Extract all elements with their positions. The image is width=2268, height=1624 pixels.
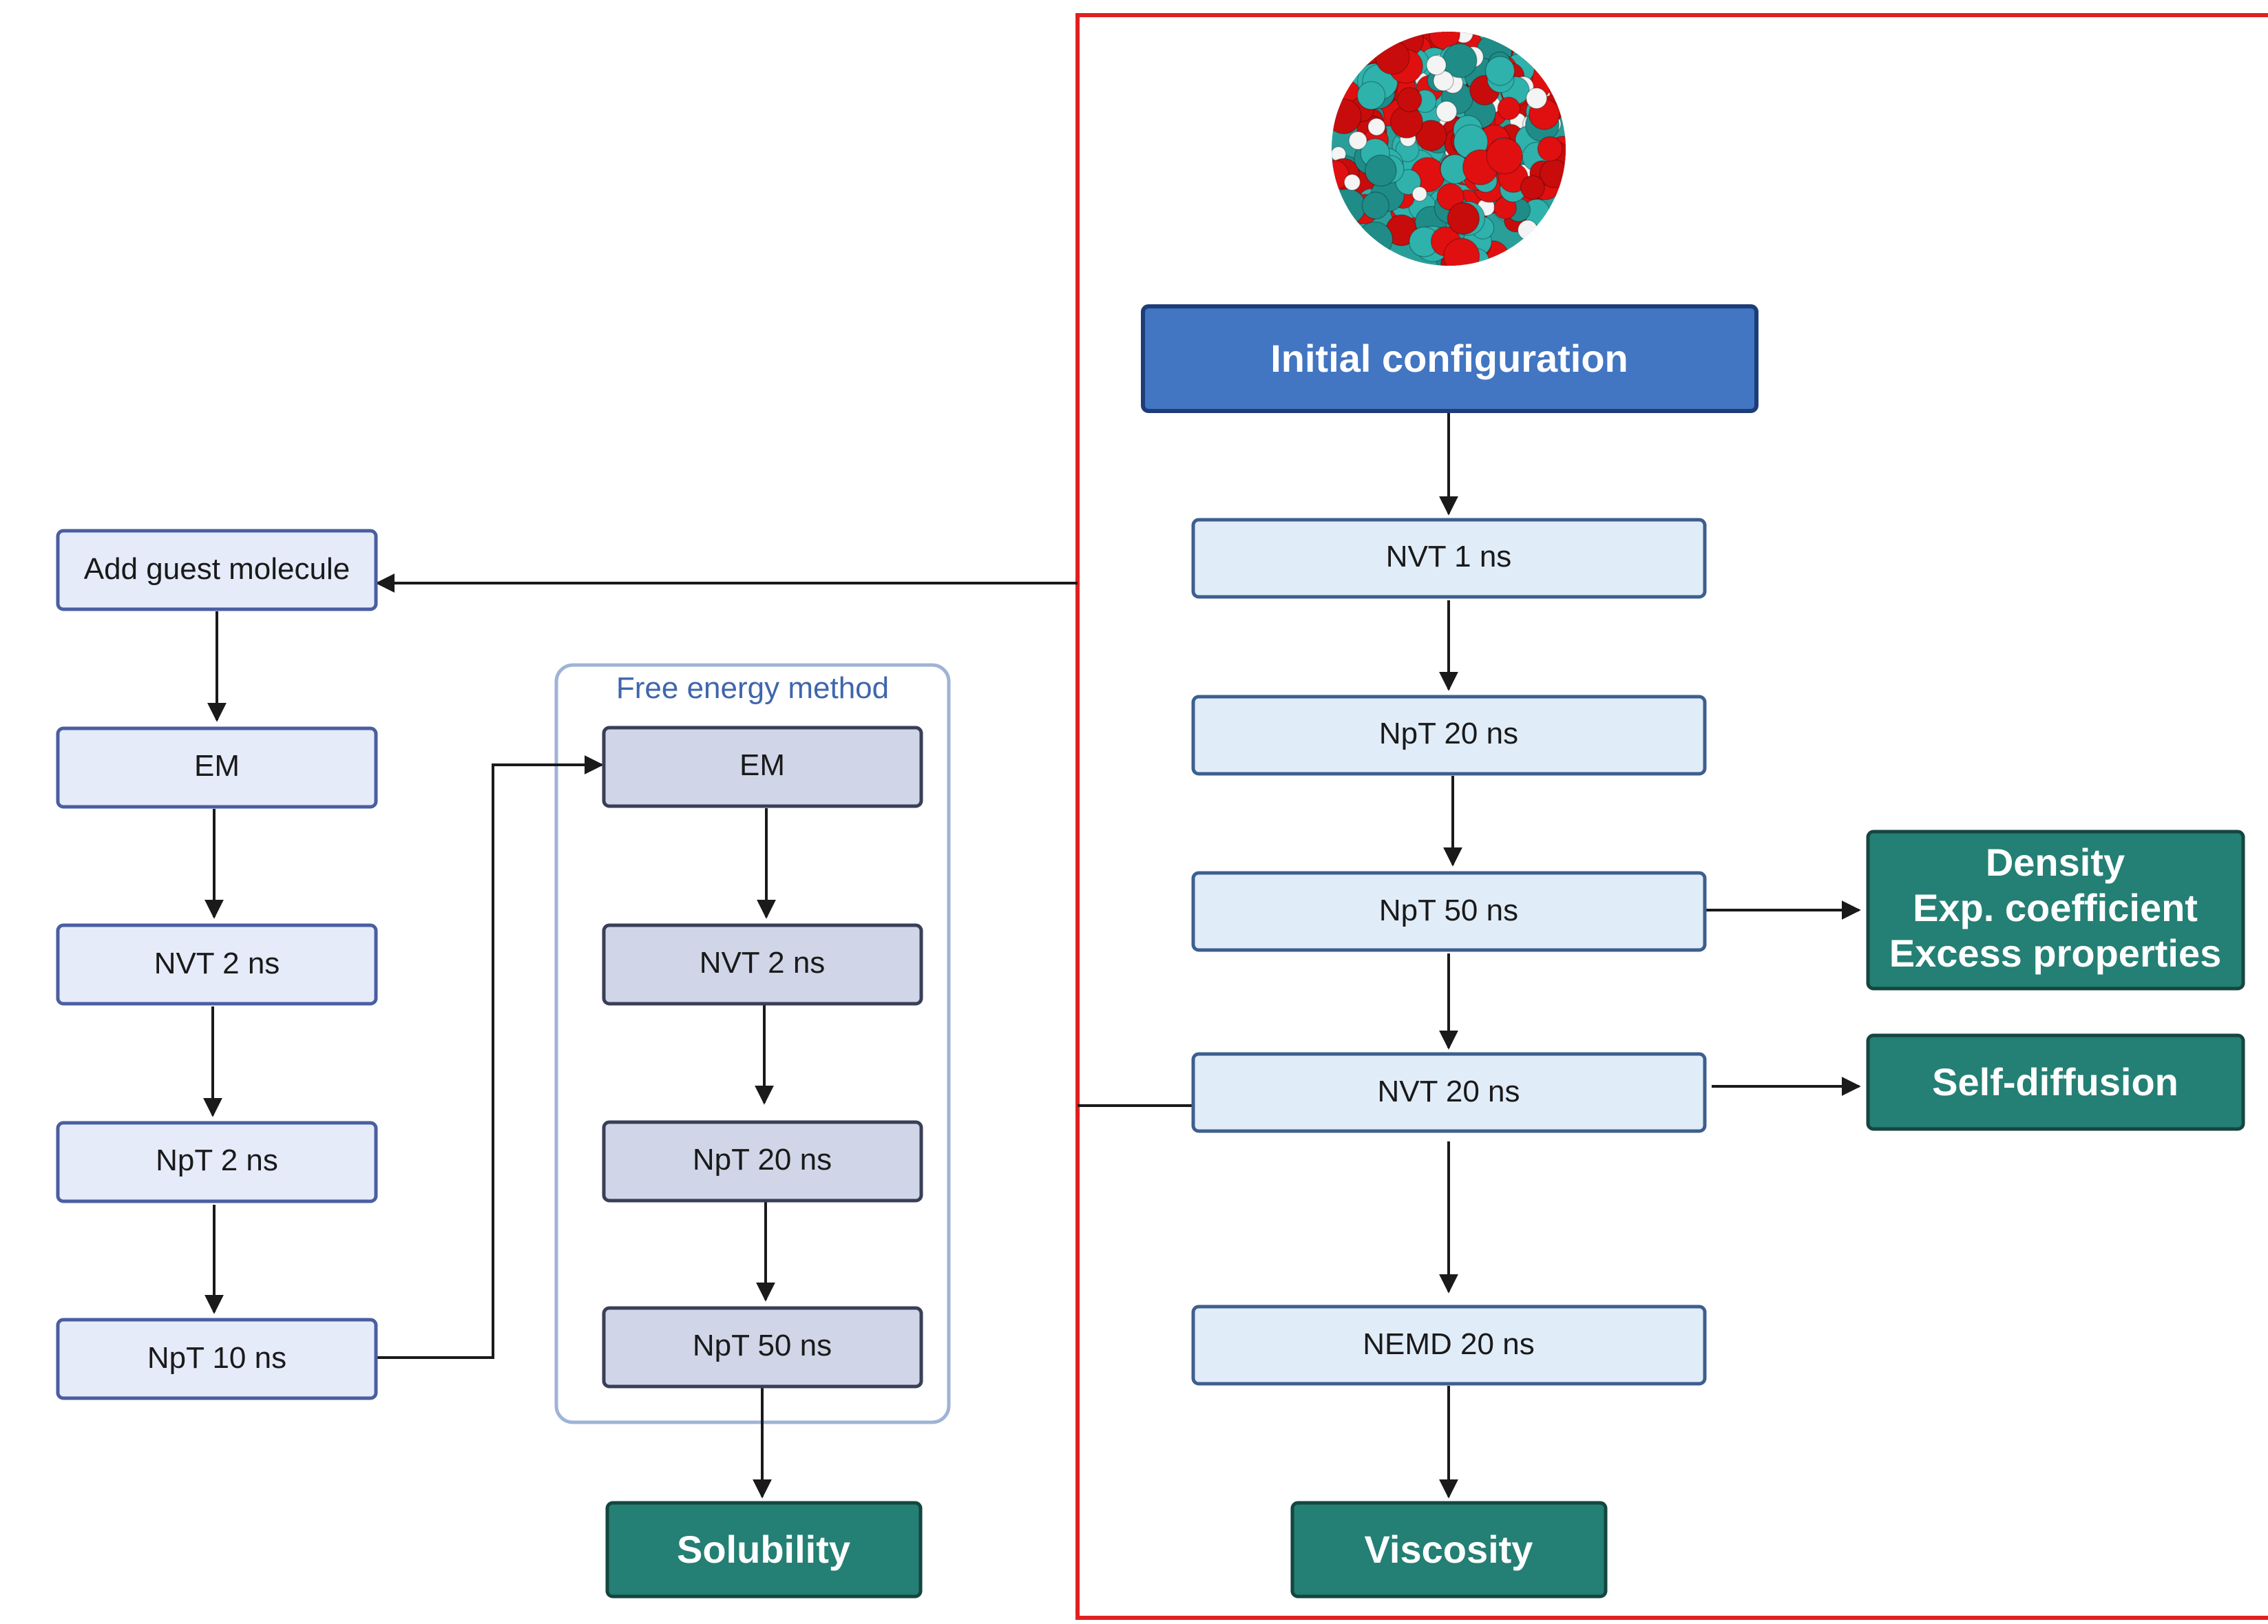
main-nvt1-box <box>1191 518 1707 599</box>
main-nvt20-label: NVT 20 ns <box>1377 1075 1520 1108</box>
main-npt20-box <box>1191 695 1707 776</box>
fe-em-label: EM <box>739 748 785 782</box>
molecular-snapshot-icon <box>1332 32 1566 266</box>
left-chain: Add guest molecule EM NVT 2 ns NpT 2 ns … <box>56 529 378 1400</box>
main-nemd-label: NEMD 20 ns <box>1363 1327 1534 1361</box>
fe-npt20-box <box>602 1120 923 1203</box>
molecule-atom <box>1356 81 1386 110</box>
main-npt50-box <box>1191 871 1707 952</box>
fe-npt20-label: NpT 20 ns <box>693 1143 832 1177</box>
free-energy-title: Free energy method <box>616 671 889 705</box>
main-nvt20-box <box>1191 1052 1707 1133</box>
molecule-atom <box>1520 175 1545 200</box>
left-em-box <box>56 726 378 809</box>
main-workflow-frame <box>1075 13 2268 1620</box>
molecule-atom <box>1343 173 1361 191</box>
molecule-atom <box>1375 40 1410 75</box>
molecule-atom <box>1426 54 1447 76</box>
fe-nvt-label: NVT 2 ns <box>700 946 826 980</box>
viscosity-label: Viscosity <box>1365 1528 1533 1571</box>
main-npt50-label: NpT 50 ns <box>1379 894 1518 927</box>
molecule-atom <box>1486 137 1523 175</box>
left-npt10-box <box>56 1318 378 1400</box>
viscosity-box <box>1290 1501 1608 1599</box>
add-guest-molecule-label: Add guest molecule <box>84 552 350 586</box>
left-em-label: EM <box>194 749 240 783</box>
free-energy-chain: EM NVT 2 ns NpT 20 ns NpT 50 ns <box>602 726 923 1389</box>
molecule-atom <box>1356 221 1394 257</box>
self-diffusion-label: Self-diffusion <box>1932 1060 2178 1104</box>
fe-npt50-label: NpT 50 ns <box>693 1329 832 1362</box>
solubility-label: Solubility <box>677 1528 850 1571</box>
molecule-atom <box>1348 131 1367 150</box>
initial-configuration-box <box>1141 304 1758 413</box>
molecule-atom <box>1537 136 1563 162</box>
left-npt2-box <box>56 1121 378 1203</box>
molecule-atom <box>1517 220 1538 241</box>
molecule-atom <box>1436 101 1458 123</box>
connectors <box>203 412 1861 1499</box>
initial-configuration-label: Initial configuration <box>1270 337 1628 380</box>
left-npt10-label: NpT 10 ns <box>147 1341 286 1375</box>
molecule-atom <box>1396 87 1422 113</box>
solubility-box <box>605 1501 923 1599</box>
molecule-atom <box>1361 191 1390 220</box>
molecule-atom <box>1332 188 1366 225</box>
molecule-atom <box>1332 98 1362 134</box>
left-nvt-box <box>56 923 378 1006</box>
molecule-atom <box>1415 120 1447 151</box>
excess-properties-label: Excess properties <box>1889 931 2221 975</box>
molecule-atom <box>1367 118 1386 136</box>
density-label: Density <box>1986 841 2125 884</box>
molecule-atom <box>1365 154 1397 187</box>
fe-nvt-box <box>602 923 923 1006</box>
left-npt2-label: NpT 2 ns <box>156 1143 278 1177</box>
exp-coefficient-label: Exp. coefficient <box>1913 886 2198 929</box>
left-nvt-label: NVT 2 ns <box>154 947 280 980</box>
density-properties-box <box>1866 830 2245 991</box>
fe-em-box <box>602 726 923 808</box>
main-chain: Initial configuration NVT 1 ns NpT 20 ns… <box>1141 304 1758 1386</box>
molecule-atom <box>1443 238 1480 266</box>
molecule-atom <box>1484 56 1515 86</box>
molecule-atom <box>1497 96 1521 120</box>
self-diffusion-box <box>1866 1033 2245 1131</box>
main-nemd-box <box>1191 1305 1707 1386</box>
outputs: Solubility Viscosity Density Exp. coeffi… <box>605 830 2245 1599</box>
main-npt20-label: NpT 20 ns <box>1379 717 1518 750</box>
add-guest-molecule-box <box>56 529 378 611</box>
fe-npt50-box <box>602 1306 923 1389</box>
free-energy-frame <box>554 663 951 1424</box>
molecule-atom <box>1525 87 1548 109</box>
molecule-atom <box>1411 186 1428 202</box>
main-nvt1-label: NVT 1 ns <box>1386 540 1512 573</box>
molecule-atom <box>1447 202 1480 235</box>
